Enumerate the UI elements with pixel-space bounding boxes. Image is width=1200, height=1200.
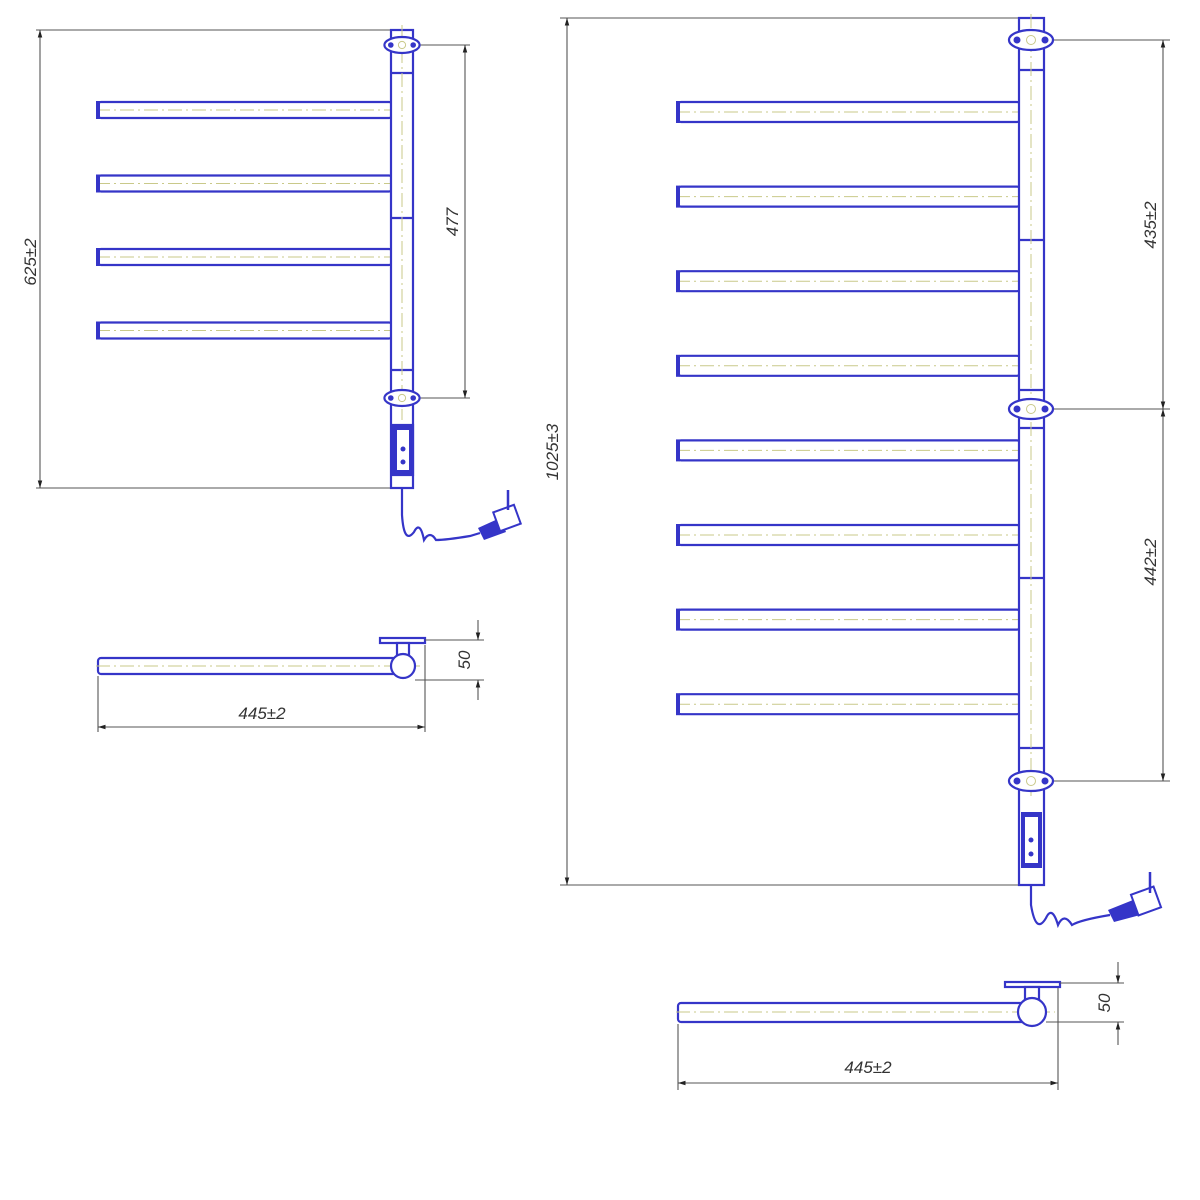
large-upper-spacing-label: 435±2 [1141,201,1160,249]
towel-bar [96,100,394,120]
height-dimension [36,29,400,489]
towel-bar [96,321,394,340]
towel-bar [676,439,1022,462]
towel-bar [96,174,394,193]
small-width-label: 445±2 [238,704,286,723]
large-lower-spacing-label: 442±2 [1141,538,1160,586]
mount-spacing-dimension [413,44,470,399]
towel-bar [676,270,1022,293]
large-depth-label: 50 [1095,993,1114,1012]
controller-unit [391,423,415,477]
towel-bar [676,185,1022,208]
large-height-label: 1025±3 [543,423,562,480]
towel-bar [676,523,1022,547]
small-mount-spacing-label: 477 [443,207,462,236]
towel-bar [676,354,1022,377]
large-rack-side-view: 50 445±2 [676,962,1124,1090]
towel-bar [96,247,394,267]
large-width-label: 445±2 [844,1058,892,1077]
small-height-label: 625±2 [21,238,40,286]
plug-icon [1108,872,1163,922]
towel-bar [676,100,1022,124]
wall-bracket [1007,28,1055,52]
small-rack-side-view: 50 445±2 [96,620,484,732]
power-cord [1029,885,1111,929]
power-cord [400,488,481,544]
wall-bracket [1007,397,1055,421]
plug-icon [478,490,523,540]
controller-unit [1021,812,1042,868]
wall-bracket [383,388,421,408]
large-rack-front-view: 1025±3 435±2 442±2 [543,14,1170,929]
small-rack-front-view: 625±2 477 [21,25,523,544]
small-depth-label: 50 [455,650,474,669]
wall-bracket [383,35,421,55]
towel-bar [676,608,1022,631]
towel-bar [676,693,1022,716]
wall-bracket [1007,769,1055,793]
